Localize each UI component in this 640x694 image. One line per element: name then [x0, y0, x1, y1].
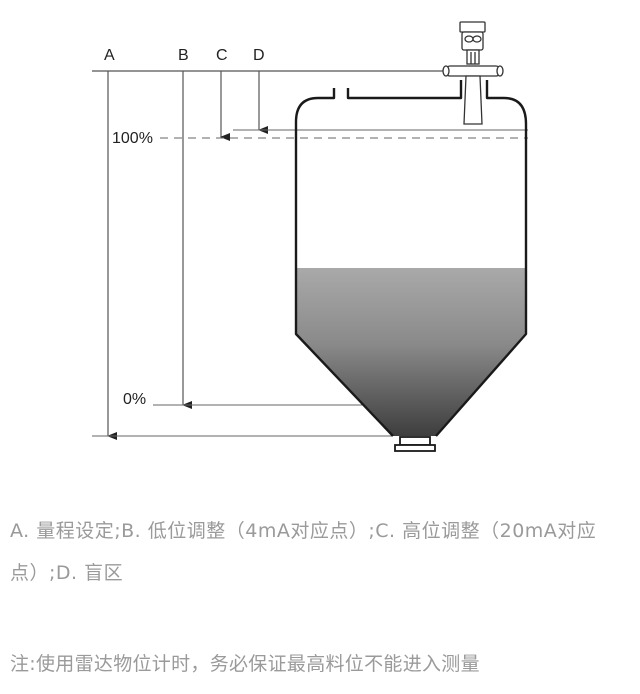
usage-note: 注:使用雷达物位计时，务必保证最高料位不能进入测量: [10, 653, 480, 675]
radar-level-meter: [442, 21, 504, 125]
radar-level-diagram: A B C D 100% 0%: [92, 21, 528, 452]
label-b: B: [178, 47, 189, 64]
label-d: D: [253, 47, 265, 64]
column-labels: A B C D: [104, 47, 265, 64]
material-fill: [296, 268, 526, 436]
legend-caption: A. 量程设定;B. 低位调整（4mA对应点）;C. 高位调整（20mA对应点）…: [10, 520, 597, 584]
label-0-percent: 0%: [123, 391, 146, 408]
label-c: C: [216, 47, 228, 64]
bottom-outlet: [394, 436, 436, 452]
label-a: A: [104, 47, 115, 64]
vessel: [294, 80, 528, 437]
label-100-percent: 100%: [112, 130, 153, 147]
